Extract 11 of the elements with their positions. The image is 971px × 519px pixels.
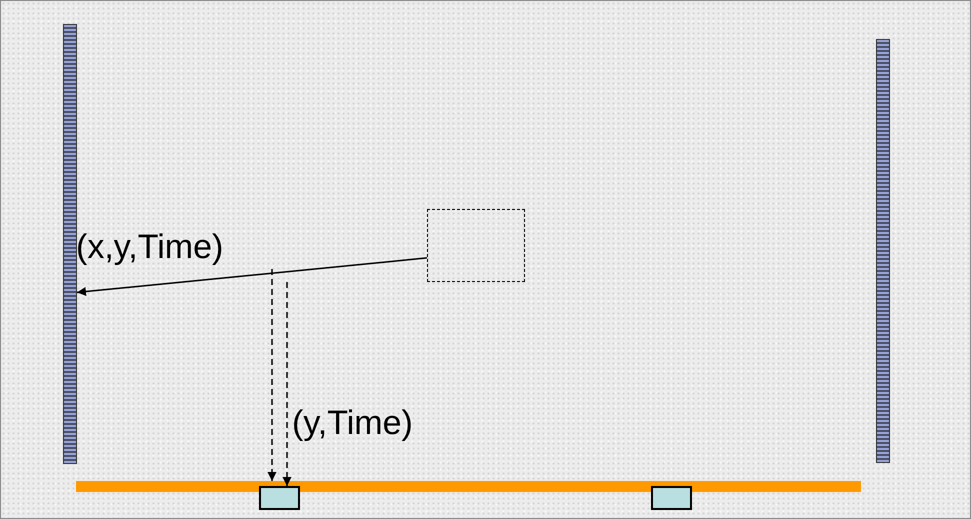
coordinate-label: (y,Time) (292, 406, 413, 440)
dashed-region (427, 209, 525, 282)
arrow (76, 257, 428, 296)
track-bar (76, 481, 861, 492)
sensor-box (259, 486, 300, 510)
coordinate-label: (x,y,Time) (76, 230, 224, 264)
sensor-box (651, 486, 692, 510)
dashed-arrow (268, 269, 276, 481)
ladder-rail (63, 24, 77, 464)
ladder-rail (876, 39, 890, 463)
dashed-arrow (282, 282, 292, 486)
